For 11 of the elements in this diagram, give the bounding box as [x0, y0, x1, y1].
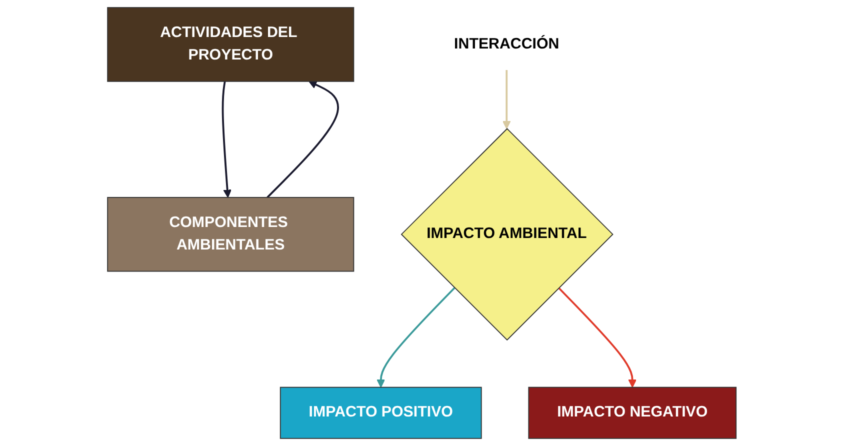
node-text: INTERACCIÓN	[454, 36, 559, 52]
node-box: IMPACTO NEGATIVO	[528, 386, 736, 439]
arrow	[221, 81, 232, 198]
node-box: COMPONENTES AMBIENTALES	[106, 196, 354, 272]
arrow	[558, 287, 636, 388]
arrow	[376, 287, 455, 388]
arrow	[502, 70, 510, 130]
node-box: IMPACTO POSITIVO	[280, 386, 482, 439]
arrow	[266, 80, 339, 198]
node-box: ACTIVIDADES DEL PROYECTO	[106, 7, 354, 82]
node-diamond: IMPACTO AMBIENTAL	[400, 128, 614, 341]
